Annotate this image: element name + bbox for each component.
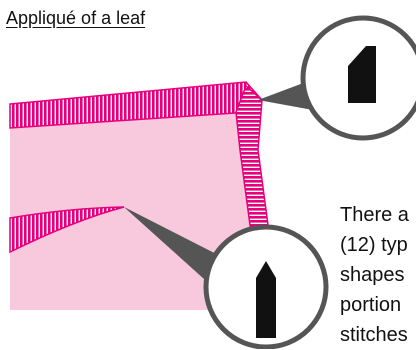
description-line: shapes: [340, 260, 409, 290]
description-line: portion: [340, 290, 409, 320]
description-line: stitches: [340, 320, 409, 350]
description-line: There a: [340, 200, 409, 230]
description-text: There a (12) typ shapes portion stitches: [340, 200, 409, 350]
description-line: (12) typ: [340, 230, 409, 260]
